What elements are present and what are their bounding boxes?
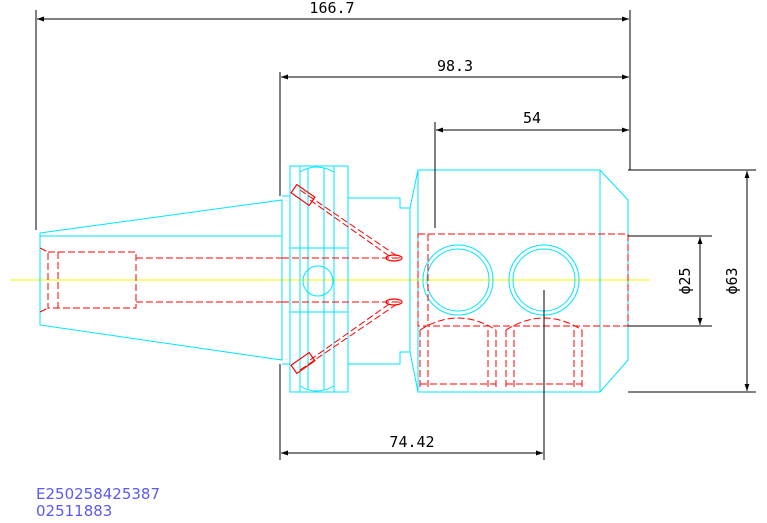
- dim-body-diameter: ϕ63: [723, 267, 741, 294]
- dim-center-offset: 74.42: [389, 433, 434, 451]
- part-code-primary: E250258425387: [36, 485, 160, 503]
- outline: [39, 165, 629, 393]
- part-code-secondary: 02511883: [36, 502, 113, 520]
- dim-overall-length: 166.7: [309, 0, 354, 17]
- coolant-plugs: [290, 183, 403, 375]
- part-codes: E250258425387 02511883: [36, 486, 160, 520]
- dim-flange-to-end: 98.3: [437, 57, 473, 75]
- dim-body-length: 54: [523, 109, 541, 127]
- dimension-lines: [35, 10, 756, 460]
- dim-bore-diameter: ϕ25: [676, 267, 694, 294]
